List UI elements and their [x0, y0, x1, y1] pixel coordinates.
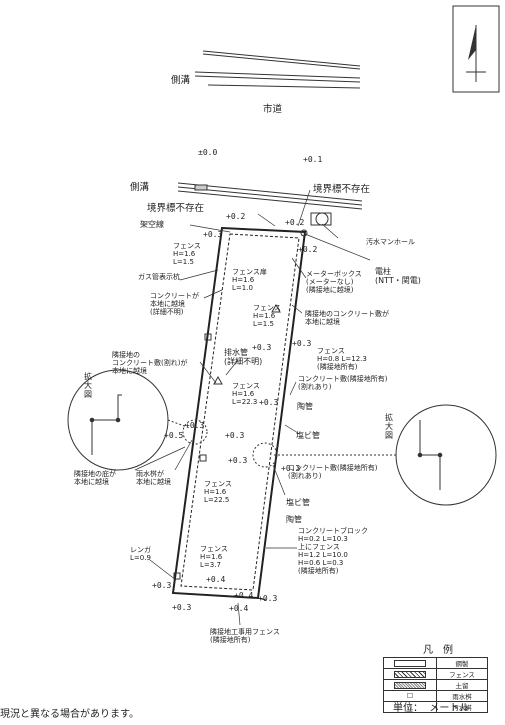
- legend-row: ☐ 雨水桝: [383, 690, 488, 702]
- rain-basin-icon: ☐: [406, 692, 414, 700]
- magnify-label-left: 拡 大 図: [84, 372, 92, 400]
- construction-fence-label: 隣接地工事用フェンス (隣接地所有): [210, 628, 280, 645]
- elevation-mark: +0.4: [234, 591, 254, 600]
- neighbor-concrete-label: 隣接地のコンクリート敷が 本地に越境: [305, 310, 389, 327]
- elevation-mark: +0.3: [292, 339, 312, 348]
- leader-lines: [134, 189, 371, 626]
- rain-basin-encroach-label: 雨水桝が 本地に越境: [136, 470, 171, 487]
- legend-row: △ 汚水桝: [383, 701, 488, 713]
- disclaimer-footer: 現況と異なる場合があります。: [0, 709, 139, 720]
- parcel-outline: [171, 226, 307, 601]
- elevation-mark: +0.3: [203, 230, 223, 239]
- elevation-mark: +0.5: [164, 431, 184, 440]
- elevation-mark: +0.3: [228, 456, 248, 465]
- pvc-pipe-label-2: 塩ビ管: [286, 498, 310, 507]
- north-arrow-icon: [452, 5, 500, 93]
- legend-row: 鋼製: [383, 657, 488, 669]
- fence-225-label: フェンス H=1.6 L=22.5: [204, 480, 232, 505]
- side-ditch-label-top: 側溝: [171, 75, 191, 86]
- boundary-marker-note-left: 境界標不存在: [147, 203, 205, 214]
- clay-pipe-label-2: 陶管: [286, 515, 302, 524]
- fence-swatch: [394, 670, 426, 678]
- eave-encroach-label: 隣接地の庇が 本地に越境: [74, 470, 116, 487]
- drain-pipe-label: 排水管 (詳細不明): [224, 348, 263, 367]
- legend-label: 汚水桝: [436, 701, 488, 713]
- utility-pole-label: 電柱 (NTT・関電): [375, 267, 421, 286]
- fence-left-top-label: フェンス H=1.6 L=1.5: [173, 242, 201, 267]
- clay-pipe-label-1: 陶管: [297, 402, 313, 411]
- gas-marker-label: ガス管表示杭: [138, 273, 180, 281]
- legend-label: フェンス: [436, 668, 488, 680]
- road-lines-top: [194, 50, 361, 89]
- legend-table: 鋼製 フェンス 土留 ☐ 雨水桝 △ 汚水桝: [383, 657, 488, 713]
- power-pole-icon: [300, 229, 308, 237]
- legend-title: 凡 例: [423, 645, 453, 656]
- block-wall-label: コンクリートブロック H=0.2 L=10.3 上にフェンス H=1.2 L=1…: [298, 527, 368, 576]
- steel-swatch: [394, 659, 426, 667]
- elevation-mark: +0.3: [172, 603, 192, 612]
- elevation-mark: +0.2: [298, 245, 318, 254]
- unit-label: 単位： メートル: [393, 703, 470, 714]
- elevation-mark: +0.2: [285, 218, 305, 227]
- sewer-manhole-label: 汚水マンホール: [366, 238, 415, 246]
- brick-label: レンガ L=0.9: [130, 546, 151, 563]
- concrete-neighbor-label: コンクリート敷(隣接地所有) (割れあり): [298, 375, 388, 392]
- magnify-circle-left: [67, 369, 191, 471]
- legend-row: フェンス: [383, 668, 488, 680]
- overhead-line-label: 架空線: [140, 220, 164, 229]
- elevation-mark: +0.3: [281, 464, 301, 473]
- dashed-detail-circles: [182, 419, 278, 468]
- retaining-swatch: [394, 681, 426, 689]
- elevation-mark: +0.3: [152, 581, 172, 590]
- fence-door-label: フェンス扉 H=1.6 L=1.0: [232, 268, 267, 293]
- elevation-zero: ±0.0: [198, 148, 218, 157]
- boundary-marker-note-right: 境界標不存在: [313, 184, 371, 195]
- legend-label: 雨水桝: [436, 690, 488, 702]
- city-road-label: 市道: [263, 104, 283, 115]
- fence-h08-label: フェンス H=0.8 L=12.3 (隣接地所有): [317, 347, 367, 372]
- legend-row: 土留: [383, 679, 488, 691]
- fence-mid-right-label: フェンス H=1.6 L=1.5: [253, 304, 281, 329]
- legend-label: 鋼製: [436, 657, 488, 669]
- sewer-basin-icon: △: [407, 703, 413, 711]
- meter-box-label: メーターボックス (メーターなし) (隣接地に越境): [306, 270, 362, 295]
- side-ditch-label-mid: 側溝: [130, 182, 150, 193]
- fence-37-label: フェンス H=1.6 L=3.7: [200, 545, 228, 570]
- catch-basin-icons: [173, 303, 281, 580]
- elevation-mark: +0.3: [225, 431, 245, 440]
- magnify-label-right: 拡 大 図: [385, 413, 393, 441]
- elevation-mark: +0.3: [258, 594, 278, 603]
- elevation-mark: +0.4: [229, 604, 249, 613]
- elevation-mark: +0.4: [206, 575, 226, 584]
- elevation-road: +0.1: [303, 155, 323, 164]
- fence-223-label: フェンス H=1.6 L=22.3: [232, 382, 260, 407]
- elevation-mark: +0.3: [259, 398, 279, 407]
- legend-label: 土留: [436, 679, 488, 691]
- concrete-neighbor-label-2: コンクリート敷(隣接地所有) (割れあり): [288, 464, 378, 481]
- elevation-mark: +0.3: [252, 343, 272, 352]
- manhole-icon: [310, 212, 332, 226]
- elevation-mark: +0.2: [226, 212, 246, 221]
- magnify-circle-right: [272, 404, 497, 506]
- elevation-mark: +0.3: [185, 421, 205, 430]
- road-lines-mid: [177, 182, 363, 210]
- neighbor-concrete-cracked-label: 隣接地の コンクリート敷(割れ)が 本地に越境: [112, 351, 188, 376]
- pvc-pipe-label-1: 塩ビ管: [296, 431, 320, 440]
- concrete-left-label: コンクリートが 本地に越境 (詳細不明): [150, 292, 199, 317]
